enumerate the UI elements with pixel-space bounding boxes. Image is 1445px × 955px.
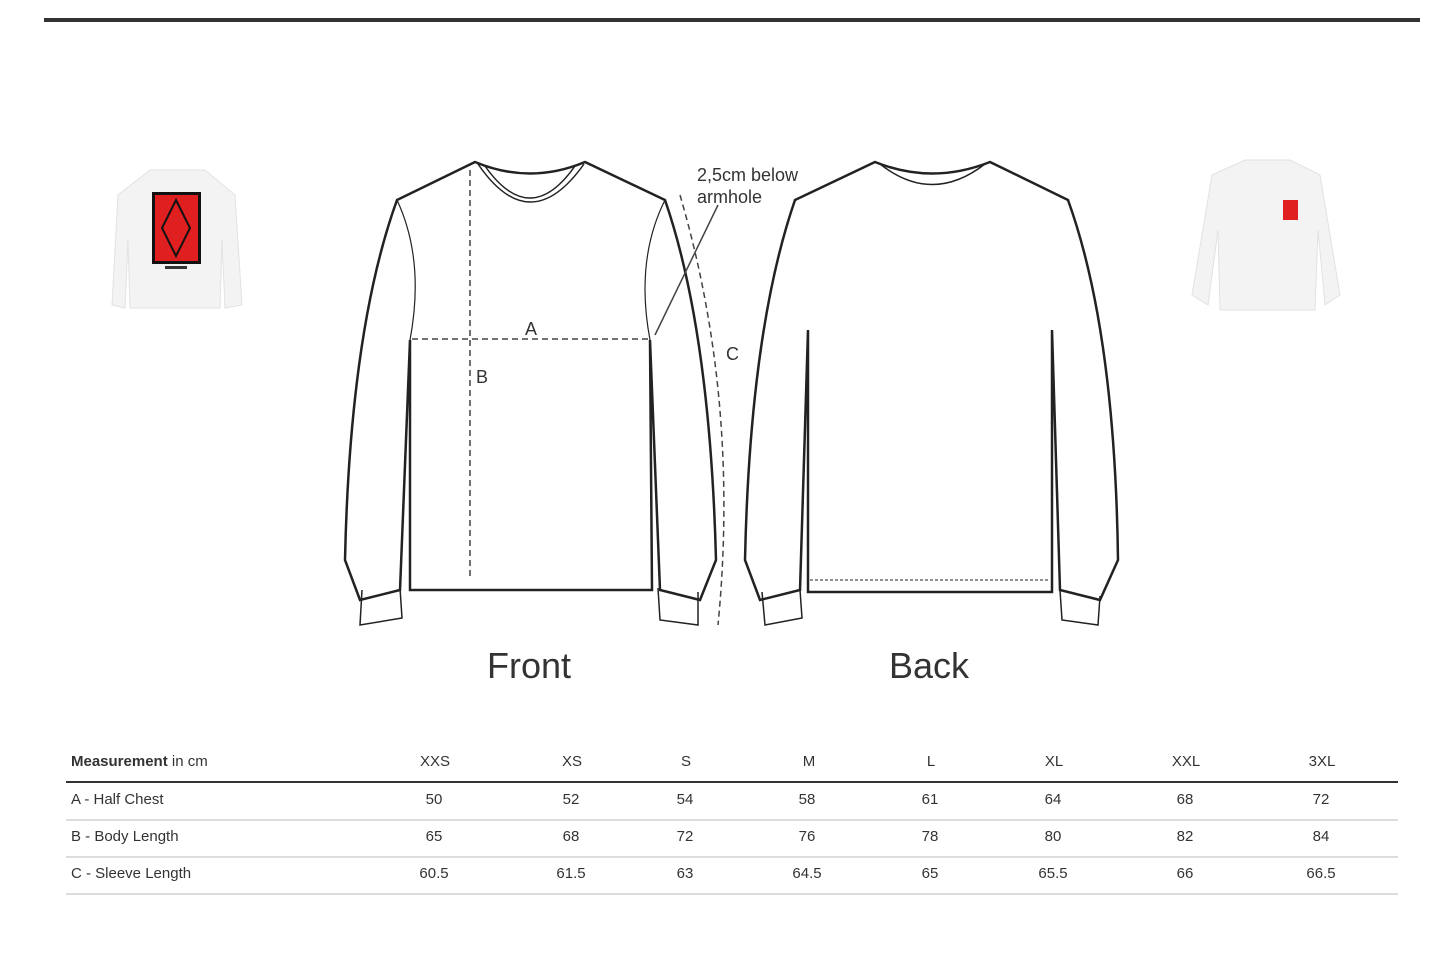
table-header: Measurement in cm XXS XS S M L XL XXL 3X… xyxy=(66,744,1398,783)
table-row: B - Body Length 65 68 72 76 78 80 82 84 xyxy=(66,819,1398,858)
back-sweatshirt-outline xyxy=(743,160,1120,626)
measurement-lines xyxy=(412,170,725,626)
measurement-value: 78 xyxy=(921,828,939,845)
product-photo-front xyxy=(1191,159,1341,311)
size-header: L xyxy=(926,753,936,770)
measurement-value: 65.5 xyxy=(1038,865,1068,882)
measurement-value: 65 xyxy=(921,865,939,882)
measurement-value: 61.5 xyxy=(556,865,586,882)
size-header: S xyxy=(680,753,692,770)
measurement-value: 58 xyxy=(798,791,816,808)
table-row: C - Sleeve Length 60.5 61.5 63 64.5 65 65.5 66 6… xyxy=(66,856,1398,895)
measurement-value: 66 xyxy=(1176,865,1194,882)
product-photo-back xyxy=(111,169,243,309)
measurement-value: 50 xyxy=(425,791,443,808)
measurement-value: 68 xyxy=(1176,791,1194,808)
measurement-value: 76 xyxy=(798,828,816,845)
measurement-value: 52 xyxy=(562,791,580,808)
measurement-value: 82 xyxy=(1176,828,1194,845)
measurement-value: 61 xyxy=(921,791,939,808)
size-header: XXS xyxy=(419,753,451,770)
measurement-value: 60.5 xyxy=(419,865,449,882)
label-c: C xyxy=(726,344,739,364)
top-divider xyxy=(44,18,1420,22)
front-label: Front xyxy=(487,645,572,686)
front-sweatshirt-outline xyxy=(343,160,718,626)
label-a: A xyxy=(525,319,538,339)
header-bold: Measurement xyxy=(71,753,168,770)
measurement-value: 84 xyxy=(1312,828,1330,845)
size-header: M xyxy=(802,753,816,770)
size-header: 3XL xyxy=(1308,753,1336,770)
measurement-value: 54 xyxy=(676,791,694,808)
row-label: A - Half Chest xyxy=(71,791,164,808)
header-label: Measurement in cm xyxy=(71,753,208,770)
note-line: armhole xyxy=(697,187,763,207)
measurement-value: 63 xyxy=(676,865,694,882)
size-header: XS xyxy=(561,753,583,770)
note-line: 2,5cm below xyxy=(697,165,799,185)
measurement-value: 72 xyxy=(1312,791,1330,808)
measurement-value: 66.5 xyxy=(1306,865,1336,882)
row-label: C - Sleeve Length xyxy=(71,865,192,882)
measurement-value: 64 xyxy=(1044,791,1062,808)
size-header: XXL xyxy=(1171,753,1201,770)
row-label: B - Body Length xyxy=(71,828,179,845)
table-row: A - Half Chest 50 52 54 58 61 64 68 72 xyxy=(66,782,1398,821)
back-label: Back xyxy=(889,645,970,686)
armhole-pointer xyxy=(654,204,719,336)
measurement-value: 64.5 xyxy=(792,865,822,882)
measurement-value: 80 xyxy=(1044,828,1062,845)
measurement-value: 68 xyxy=(562,828,580,845)
measurement-value: 72 xyxy=(676,828,694,845)
measurement-value: 65 xyxy=(425,828,443,845)
header-unit: in cm xyxy=(167,753,208,770)
label-b: B xyxy=(476,367,489,387)
garment-illustrations xyxy=(111,159,1341,626)
size-header: XL xyxy=(1044,753,1064,770)
